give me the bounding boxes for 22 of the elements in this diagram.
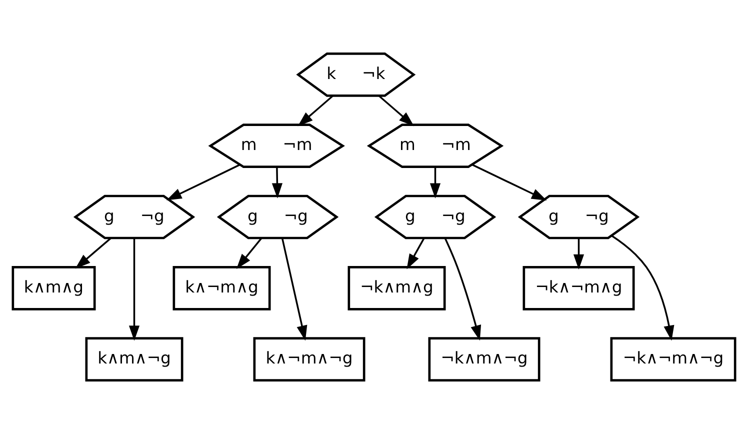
node-box: ¬k∧¬m∧¬g [610,336,736,381]
node-box: k∧¬m∧g [172,266,271,310]
arrow [128,238,140,340]
arrow [406,237,425,269]
node-box: k∧¬m∧¬g [253,336,366,381]
node-box: ¬k∧m∧¬g [428,336,540,381]
arrow [378,94,414,126]
arrow [75,236,112,268]
node-box: k∧m∧¬g [85,336,184,381]
arrow [611,234,674,340]
node-box: ¬k∧¬m∧g [522,266,635,310]
arrow [298,94,334,126]
node-box: k∧m∧g [12,266,96,310]
arrow [272,166,283,198]
arrow [472,163,547,200]
arrow [236,237,262,268]
arrow [444,238,482,340]
node-box: ¬k∧m∧g [348,266,446,310]
arrow [573,238,584,270]
arrow [430,166,441,198]
arrow [281,238,308,340]
arrow [166,163,240,200]
